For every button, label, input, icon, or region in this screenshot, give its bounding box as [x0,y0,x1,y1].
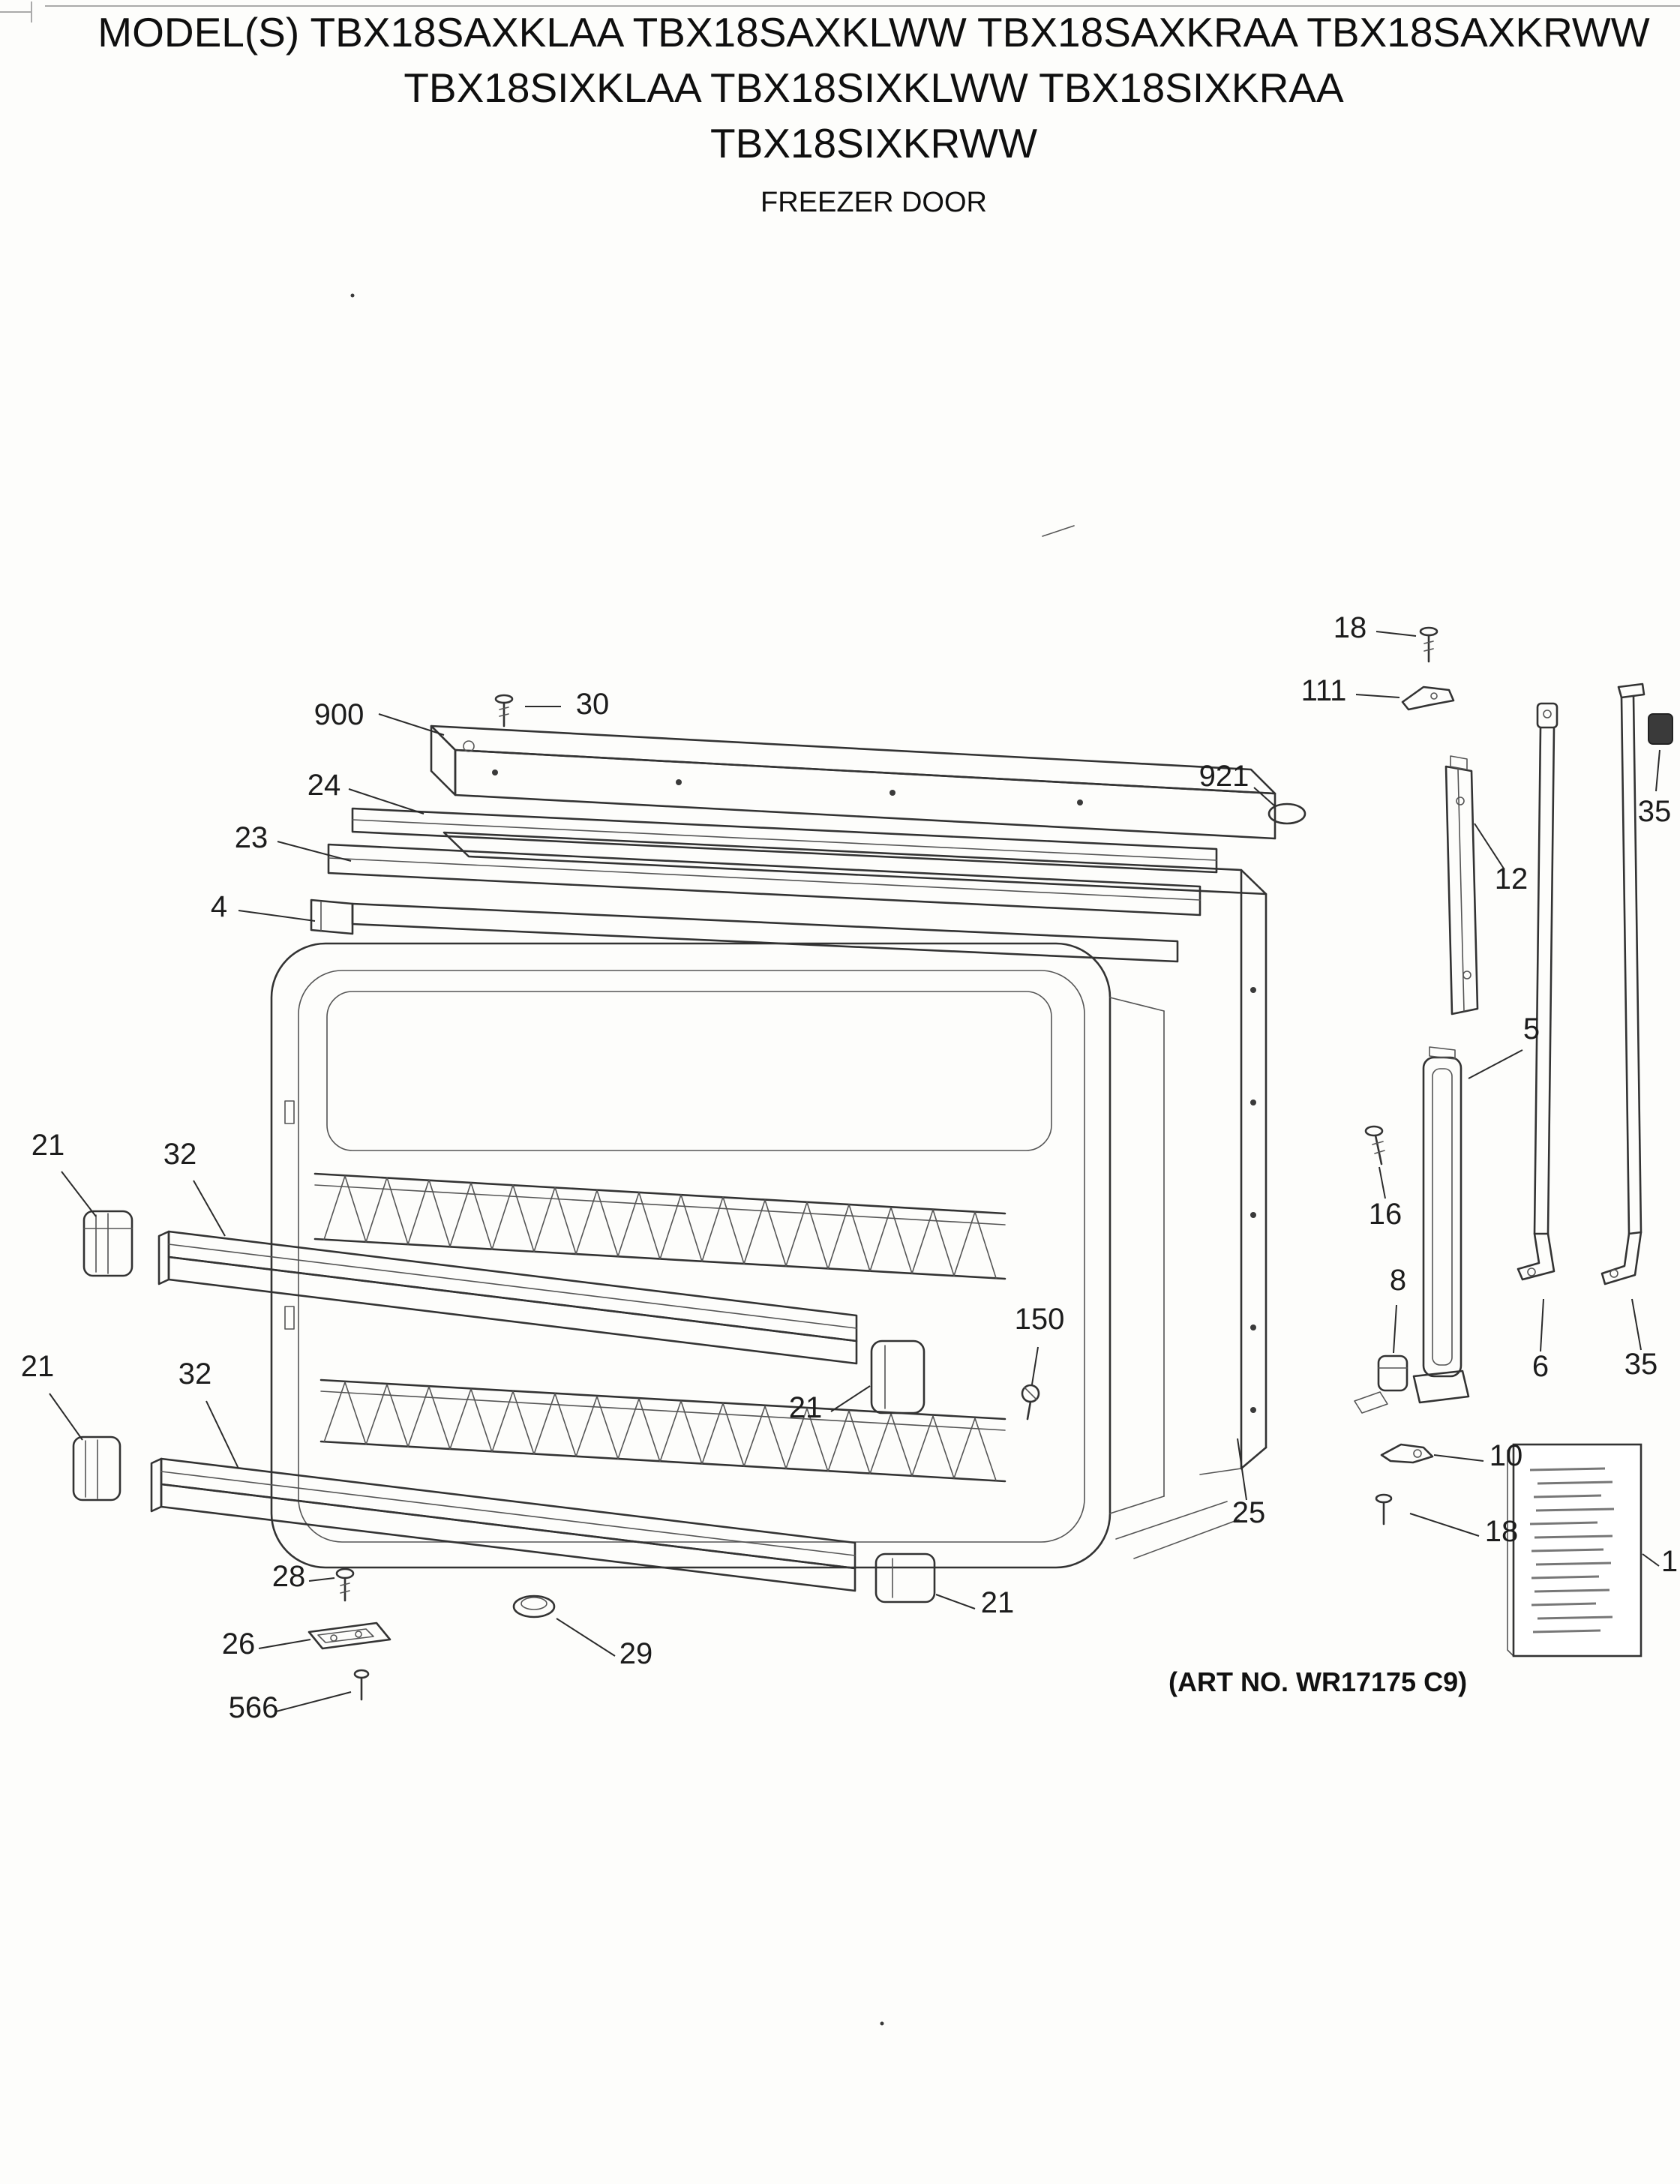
callout-leader-6 [1540,1298,1544,1352]
model-list-line-2: TBX18SIXKLAA TBX18SIXKLWW TBX18SIXKRAA [404,64,1344,111]
callout-leader-150 [1031,1346,1039,1385]
callout-leader-111 [1355,694,1400,698]
strap-35-long [1600,682,1646,1286]
diagram-title: FREEZER DOOR [760,187,987,218]
part-callout-18: 18 [1334,611,1367,644]
end-cap-21-upper-left [82,1210,134,1277]
model-list-line-3: TBX18SIXKRWW [710,120,1037,166]
top-rail-900 [430,724,1276,840]
screw-18-bottom [1375,1493,1393,1526]
end-cap-21-lower-left [72,1436,122,1502]
part-callout-21: 21 [981,1586,1015,1619]
inner-door-liner [270,942,1165,1569]
clip-111 [1401,686,1455,711]
end-cap-21-bottom [874,1552,936,1604]
callout-leader-25 [1237,1438,1247,1501]
part-callout-18: 18 [1485,1515,1519,1548]
part-callout-900: 900 [314,698,364,731]
screw-18-top [1419,626,1438,663]
part-callout-16: 16 [1369,1198,1402,1231]
part-callout-1: 1 [1661,1545,1678,1578]
grommet-29 [512,1594,556,1618]
shelf-bar-32-upper [158,1230,858,1365]
strap-6 [1516,702,1558,1281]
part-callout-8: 8 [1390,1264,1406,1297]
callout-layer: 900 30 24 23 4 18 111 921 12 35 5 16 8 6 35 21 32 21 32 150… [21,611,1678,1724]
model-list-line-1: MODEL(S) TBX18SAXKLAA TBX18SAXKLWW TBX18… [98,9,1650,56]
callout-leader-5 [1468,1049,1523,1079]
shelf-bar-32-lower [150,1457,856,1592]
callout-leader-21 [49,1393,83,1441]
scan-artifacts [0,2,1680,2026]
literature-1 [1507,1443,1642,1658]
callout-leader-16 [1378,1166,1386,1199]
part-callout-21: 21 [789,1391,823,1424]
callout-leader-12 [1474,823,1504,869]
part-callout-21: 21 [21,1350,55,1383]
callout-leader-28 [308,1577,335,1582]
callout-leader-21 [935,1594,976,1610]
part-callout-6: 6 [1532,1350,1549,1383]
gasket-23 [327,843,1202,916]
part-callout-24: 24 [308,769,341,802]
clip-4 [310,898,1179,963]
part-callout-566: 566 [229,1691,279,1724]
screw-30 [494,694,514,728]
part-callout-32: 32 [178,1358,212,1390]
part-callout-111: 111 [1301,674,1347,707]
part-callout-921: 921 [1199,760,1250,793]
callout-leader-18 [1376,631,1417,637]
callout-leader-35 [1631,1298,1642,1351]
handle-bracket-5 [1412,1046,1470,1404]
gasket-24 [351,807,1218,874]
fastener-150 [1021,1384,1040,1420]
callout-leader-1 [1642,1553,1660,1567]
callout-leader-35 [1655,749,1660,792]
screw-16 [1364,1125,1385,1166]
part-callout-5: 5 [1523,1012,1540,1046]
part-callout-150: 150 [1015,1303,1065,1336]
callout-leader-921 [1253,787,1276,807]
clip-10 [1380,1443,1434,1464]
part-callout-26: 26 [222,1628,256,1660]
callout-leader-18 [1409,1513,1480,1537]
part-callout-10: 10 [1490,1439,1523,1472]
callout-leader-29 [556,1618,616,1657]
callout-leader-23 [277,841,352,862]
art-number: (ART NO. WR17175 C9) [1168,1666,1467,1697]
part-callout-23: 23 [235,821,268,854]
part-callout-30: 30 [576,688,610,721]
outer-door-panel [442,831,1268,1559]
callout-leader-21 [61,1171,97,1217]
plate-26 [308,1622,392,1650]
part-callout-4: 4 [211,890,227,923]
part-callout-12: 12 [1495,862,1528,896]
bracket-12 [1444,755,1479,1016]
end-cap-21-middle [870,1340,926,1414]
part-callout-32: 32 [164,1138,197,1171]
callout-leader-900 [378,713,445,736]
screw-566 [353,1669,370,1701]
callout-leader-24 [348,788,424,814]
grommet-921 [1268,802,1306,825]
part-callout-25: 25 [1232,1496,1266,1529]
part-callout-21: 21 [32,1129,65,1162]
callout-leader-26 [258,1639,311,1649]
callout-leader-21 [830,1385,871,1412]
part-callout-35: 35 [1638,795,1672,828]
callout-leader-566 [275,1691,352,1712]
callout-leader-32 [193,1180,226,1237]
callout-leader-32 [206,1400,239,1469]
part-callout-28: 28 [272,1560,306,1593]
screw-28 [335,1568,355,1602]
part-callout-29: 29 [620,1637,653,1670]
callout-leader-4 [238,910,316,922]
part-callout-35: 35 [1624,1348,1658,1381]
cap-8 [1354,1354,1408,1414]
callout-leader-10 [1433,1454,1484,1462]
cap-35 [1648,713,1673,745]
callout-leader-8 [1393,1304,1397,1354]
